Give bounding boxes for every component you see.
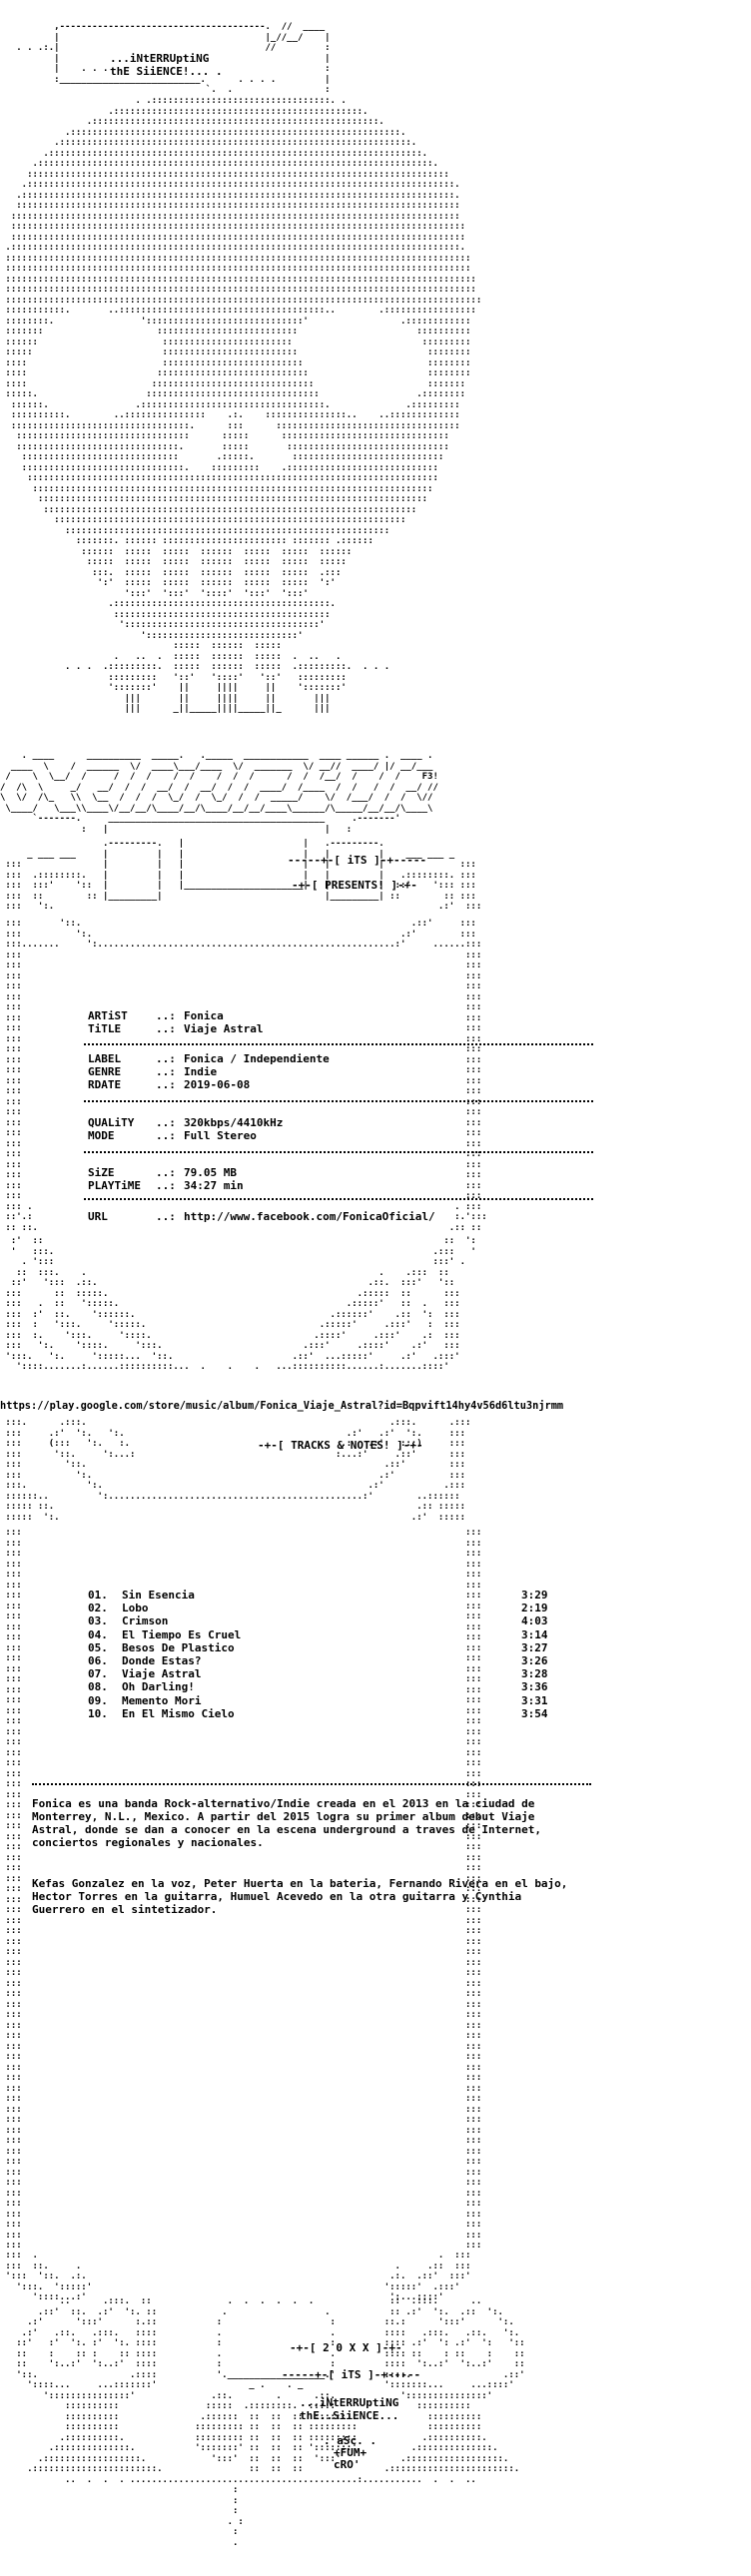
store-url[interactable]: https://play.google.com/store/music/albu… — [0, 1400, 564, 1412]
footer-tag-3: cRO' — [334, 2458, 361, 2471]
header-group-name-2: thE SiiENCE!... . — [110, 65, 223, 78]
footer-year: -+-[ 2 0 X X ]-+- — [290, 2341, 402, 2354]
rdate-label: RDATE — [88, 1078, 122, 1092]
info-frame-art: ::: '::. .::' ::: ::: ':. .:' ::: :::...… — [5, 919, 487, 1233]
footer-box-art: .. .:::. :: . . . . . . :: .:::. .. .::'… — [16, 2296, 525, 2548]
notes-divider — [32, 1783, 591, 1785]
url-value: http://www.facebook.com/FonicaOficial/ — [184, 1210, 435, 1223]
size-label: SiZE — [88, 1166, 115, 1179]
footer-group-1: ...iNtERRUptiNG — [300, 2396, 399, 2409]
footer-its: -----+-[ iTS ]-+----- — [282, 2368, 421, 2381]
divider-2 — [84, 1100, 593, 1102]
mode-value: Full Stereo — [184, 1129, 257, 1143]
notes-paragraph-2: Kefas Gonzalez en la voz, Peter Huerta e… — [32, 1877, 575, 1916]
header-group-name-1: ...iNtERRUptiNG — [110, 52, 210, 65]
size-info-block: SiZE..:79.05 MB PLAYTiME..:34:27 min — [88, 1166, 244, 1193]
url-label: URL — [88, 1210, 108, 1223]
artist-value: Fonica — [184, 1009, 224, 1022]
genre-value: Indie — [184, 1065, 218, 1079]
release-info-block: ARTiST..:Fonica TiTLE..:Viaje Astral — [88, 1009, 264, 1036]
artist-label: ARTiST — [88, 1009, 128, 1022]
track-row: 08.Oh Darling!3:36 — [88, 1680, 548, 1694]
its-banner: -----+-[ iTS ]-+----- — [288, 854, 427, 867]
mode-label: MODE — [88, 1129, 115, 1143]
logo-ascii-art: . ____ __________ _____. ._____ ________… — [0, 751, 438, 835]
quality-label: QUALiTY — [88, 1116, 135, 1129]
presents-banner: -+-[ PRESENTS! ]-+- — [292, 879, 417, 892]
genre-label: GENRE — [88, 1065, 122, 1079]
presents-frame-art: .---------. | | .---------. _ ___ ___ | … — [5, 839, 482, 912]
url-info-block: URL..:http://www.facebook.com/FonicaOfic… — [88, 1210, 435, 1223]
tracks-frame-art: ::: ::: ::: ::: ::: — [5, 1528, 482, 2251]
tracks-notes-header: -+-[ TRACKS & NOTES! ]-+- — [258, 1439, 423, 1452]
playtime-value: 34:27 min — [184, 1179, 244, 1193]
label-info-block: LABEL..:Fonica / Independiente GENRE..:I… — [88, 1052, 330, 1092]
rdate-value: 2019-06-08 — [184, 1078, 251, 1092]
divider-3 — [84, 1151, 593, 1153]
size-value: 79.05 MB — [184, 1166, 237, 1179]
quality-value: 320kbps/4410kHz — [184, 1116, 284, 1129]
playtime-label: PLAYTiME — [88, 1179, 141, 1193]
track-row: 06.Donde Estas?3:26 — [88, 1654, 548, 1668]
footer-frame-art: ::: . . ::: ::: ::. . . .:: ::: '::: '::… — [5, 2251, 471, 2302]
footer-group-2: thE..SiiENCE... — [300, 2409, 399, 2422]
notes-paragraph-1: Fonica es una banda Rock-alternativo/Ind… — [32, 1797, 548, 1849]
divider-4 — [84, 1198, 593, 1200]
label-value: Fonica / Independiente — [184, 1052, 330, 1065]
quality-info-block: QUALiTY..:320kbps/4410kHz MODE..:Full St… — [88, 1116, 284, 1143]
tracks-header-art: :::. .:::. .:::. .::: ::: .:' ':. ':. .:… — [5, 1418, 471, 1523]
footer-tag-1: . aSc. . — [324, 2434, 376, 2447]
skull-ascii-art: . .:::::::::::::::::::::::::::::::::. . … — [5, 96, 482, 714]
header-frame-art: ,--------------------------------------.… — [16, 22, 331, 95]
divider-1 — [84, 1043, 593, 1045]
title-label: TiTLE — [88, 1022, 122, 1036]
footer-tag-2: +FUM+ — [334, 2446, 368, 2459]
label-label: LABEL — [88, 1052, 122, 1065]
title-value: Viaje Astral — [184, 1022, 264, 1036]
lower-frame-art: :' :: :: ': ' :::. .::: ' . '::: — [5, 1236, 476, 1372]
